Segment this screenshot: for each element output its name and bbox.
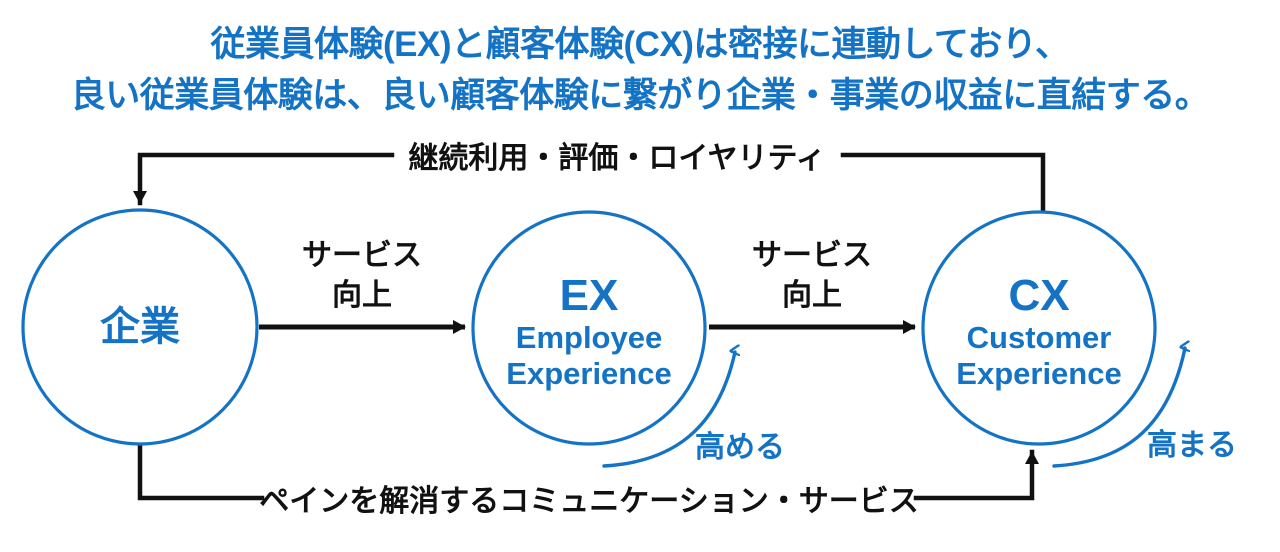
bottom-flow-left-segment [137,443,265,501]
node-company[interactable]: 企業 [21,208,259,446]
ex-to-cx-label-line1: サービス [752,239,872,272]
cx-boost-arc: 高まる [1052,348,1237,468]
ex-boost-arc-label: 高める [695,431,785,464]
node-cx-sublabel-line1: Customer [967,320,1112,355]
node-company-label: 企業 [100,304,180,349]
cx-boost-arc-label: 高まる [1147,429,1237,462]
node-cx[interactable]: CX Customer Experience [921,210,1157,446]
title-block: 従業員体験(EX)と顧客体験(CX)は密接に連動しており、 良い従業員体験は、良… [71,24,1210,115]
cx-boost-arc-curve [1052,348,1185,468]
company-to-ex-label-line2: 向上 [332,279,392,312]
bottom-flow-label: ペインを解消するコミュニケーション・サービス [259,485,918,518]
node-cx-circle[interactable] [921,210,1157,446]
ex-boost-arc: 高める [602,352,785,468]
node-ex-sublabel-line2: Experience [506,356,671,391]
node-ex-circle[interactable] [471,210,707,446]
node-ex-sublabel-line1: Employee [516,320,662,355]
top-return-left-segment [133,152,395,206]
top-return-edge: 継続利用・評価・ロイヤリティ [133,141,1046,212]
ex-to-cx-label-line2: 向上 [782,279,842,312]
node-cx-label: CX [1008,271,1069,320]
company-to-ex-edge: サービス 向上 [259,239,466,334]
company-to-ex-label-line1: サービス [302,239,422,272]
node-cx-sublabel-line2: Experience [956,356,1121,391]
bottom-flow-right-segment [913,449,1039,501]
node-ex[interactable]: EX Employee Experience [471,210,707,446]
ex-to-cx-edge: サービス 向上 [709,239,916,334]
node-ex-label: EX [560,271,619,320]
title-line-1: 従業員体験(EX)と顧客体験(CX)は密接に連動しており、 [210,24,1070,64]
top-return-right-segment [840,152,1046,212]
ex-boost-arc-curve [602,352,735,468]
top-return-label: 継続利用・評価・ロイヤリティ [408,141,825,175]
title-line-2: 良い従業員体験は、良い顧客体験に繋がり企業・事業の収益に直結する。 [71,75,1210,115]
bottom-flow-edge: ペインを解消するコミュニケーション・サービス [137,443,1039,518]
node-company-circle[interactable] [21,208,259,446]
